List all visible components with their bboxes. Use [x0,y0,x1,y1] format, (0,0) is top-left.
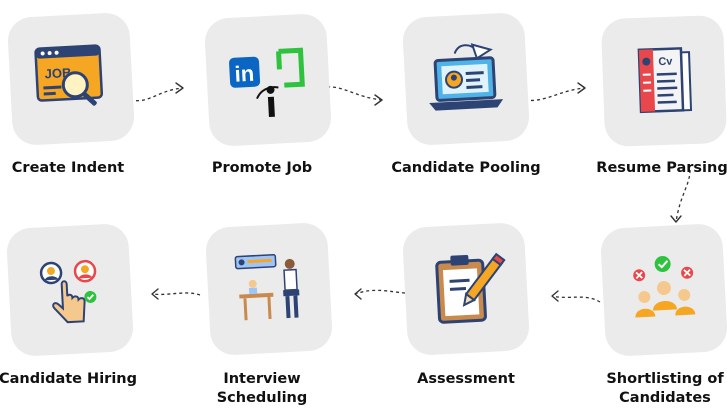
step-label-interview-scheduling: Interview Scheduling [216,371,308,406]
arrowhead-7 [151,288,159,300]
step-resume-parsing: Cv [600,14,727,148]
connector-2-3 [326,86,383,101]
laptop-profile-icon [429,43,504,111]
arrowhead-4 [670,215,682,223]
interview-desk-icon [234,253,300,321]
arrowhead-5 [551,290,559,302]
step-label-candidate-pooling: Candidate Pooling [391,160,541,176]
linkedin-text: in [234,61,255,87]
cv-document-icon: Cv [637,47,693,114]
shortlist-people-icon [633,256,696,318]
connector-3-4 [524,87,586,102]
arrowhead-2 [374,94,383,106]
step-label-shortlisting: Shortlisting of Candidates [606,371,724,406]
clipboard-pencil-icon [435,252,506,324]
step-create-indent: JOB [6,11,136,147]
arrowhead-3 [577,82,586,94]
step-interview-scheduling [204,221,334,357]
connector-5-6 [551,295,601,303]
hire-select-icon [39,259,97,324]
connector-6-7 [354,289,406,295]
step-promote-job: in [203,12,333,148]
connector-1-2 [129,87,184,102]
linkedin-indeed-logos-icon: in [229,47,305,118]
cv-text: Cv [658,56,673,69]
step-shortlisting [599,222,727,358]
arrowhead-6 [354,288,362,300]
step-label-resume-parsing: Resume Parsing [596,160,727,176]
arrowhead-1 [175,82,184,94]
step-assessment [401,221,531,357]
step-candidate-hiring [5,222,135,358]
step-label-assessment: Assessment [417,371,515,387]
connector-7-8 [151,292,201,296]
step-label-candidate-hiring: Candidate Hiring [0,371,137,387]
step-label-promote-job: Promote Job [211,160,313,176]
job-search-icon: JOB [34,44,104,106]
step-label-create-indent: Create Indent [11,160,125,176]
step-candidate-pooling [401,11,531,147]
